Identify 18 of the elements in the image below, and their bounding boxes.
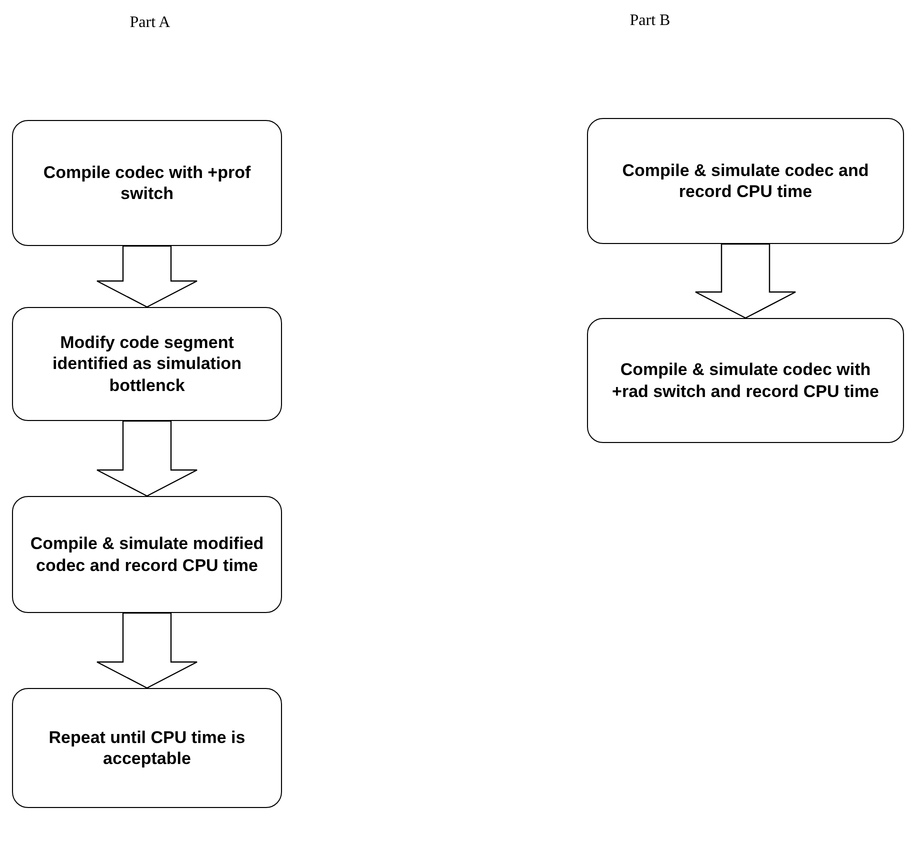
step-text: Compile & simulate codec with +rad switch and record CPU time: [611, 359, 880, 402]
step-text: Compile & simulate codec and record CPU time: [621, 160, 870, 202]
process-box: [587, 318, 904, 443]
block-arrow: [96, 245, 198, 308]
process-box: [12, 496, 282, 613]
step-text: Compile codec with +prof switch: [42, 162, 252, 204]
process-box: [587, 118, 904, 244]
process-box: [12, 307, 282, 421]
process-box: [12, 688, 282, 808]
block-arrow: [96, 420, 198, 497]
process-box: [12, 120, 282, 246]
step-text: Compile & simulate modified codec and record CPU time: [29, 533, 265, 576]
column-heading: Part B: [630, 12, 670, 30]
step-text: Modify code segment identified as simulation bottlenck: [52, 332, 242, 396]
step-text: Repeat until CPU time is acceptable: [48, 726, 246, 770]
block-arrow: [694, 243, 796, 319]
block-arrow: [96, 612, 198, 689]
column-heading: Part A: [130, 14, 170, 32]
